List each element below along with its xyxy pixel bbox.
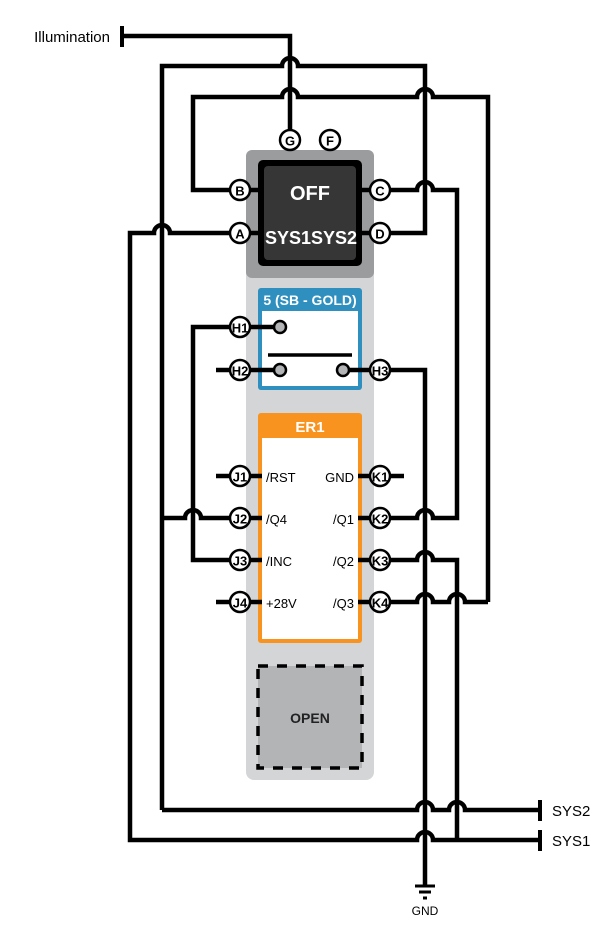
pin-a: A bbox=[228, 221, 252, 245]
pin-label: H3 bbox=[372, 364, 389, 379]
er1-label-q4: /Q4 bbox=[266, 512, 287, 527]
er1-title: ER1 bbox=[295, 419, 324, 436]
pin-label: J1 bbox=[233, 470, 247, 485]
er1-label-q2: /Q2 bbox=[333, 554, 354, 569]
sys1-label: SYS1 bbox=[552, 833, 590, 850]
wire-illumination bbox=[122, 33, 293, 140]
switch-label-sys2: SYS2 bbox=[311, 228, 357, 248]
pin-label: K3 bbox=[372, 554, 389, 569]
pin-j3: J3 bbox=[228, 548, 252, 572]
pin-label: B bbox=[235, 184, 244, 199]
pin-circle bbox=[368, 590, 392, 614]
wire-h1-j3 bbox=[190, 324, 240, 563]
pin-label: H2 bbox=[232, 364, 249, 379]
pin-circle bbox=[228, 506, 252, 530]
er1-label-gnd: GND bbox=[325, 470, 354, 485]
pin-label: J3 bbox=[233, 554, 247, 569]
pin-circle bbox=[318, 128, 342, 152]
pin-k4: K4 bbox=[368, 590, 392, 614]
pin-circle bbox=[368, 221, 392, 245]
pin-j4: J4 bbox=[228, 590, 252, 614]
pin-c: C bbox=[368, 178, 392, 202]
pin-k2: K2 bbox=[368, 506, 392, 530]
pin-circle bbox=[368, 358, 392, 382]
open-slot-label: OPEN bbox=[290, 710, 330, 726]
pin-circle bbox=[228, 590, 252, 614]
pin-circle bbox=[228, 221, 252, 245]
wire-a-sys1 bbox=[127, 222, 540, 843]
pin-label: J2 bbox=[233, 512, 247, 527]
wire-k4 bbox=[358, 591, 488, 605]
pin-j2: J2 bbox=[228, 506, 252, 530]
pin-circle bbox=[228, 315, 252, 339]
er1-label-rst: /RST bbox=[266, 470, 296, 485]
pin-label: K4 bbox=[372, 596, 389, 611]
wire-c-k2 bbox=[378, 179, 460, 521]
pin-circle bbox=[368, 506, 392, 530]
pin-circle bbox=[228, 548, 252, 572]
pin-label: D bbox=[375, 227, 384, 242]
pin-label: K2 bbox=[372, 512, 389, 527]
wire-k3-sys1 bbox=[358, 549, 460, 840]
er1-label-28v: +28V bbox=[266, 596, 297, 611]
ground-icon bbox=[415, 884, 435, 900]
relay-contact-h2 bbox=[272, 362, 288, 378]
pin-h2: H2 bbox=[228, 358, 252, 382]
pin-circle bbox=[368, 548, 392, 572]
pin-circle bbox=[228, 358, 252, 382]
pin-circle bbox=[368, 178, 392, 202]
pin-label: A bbox=[235, 227, 245, 242]
pin-circle bbox=[278, 128, 302, 152]
pin-label: K1 bbox=[372, 470, 389, 485]
pin-h3: H3 bbox=[368, 358, 392, 382]
gnd-label: GND bbox=[412, 904, 439, 918]
switch-face bbox=[264, 166, 356, 260]
wire-sys2-d bbox=[159, 55, 428, 810]
switch-label-off: OFF bbox=[290, 183, 330, 205]
pin-label: J4 bbox=[233, 596, 248, 611]
pin-d: D bbox=[368, 221, 392, 245]
er1-label-q1: /Q1 bbox=[333, 512, 354, 527]
pin-label: G bbox=[285, 134, 295, 149]
pin-g: G bbox=[278, 128, 302, 152]
pin-j1: J1 bbox=[228, 464, 252, 488]
illumination-label: Illumination bbox=[34, 29, 110, 46]
relay-title: 5 (SB - GOLD) bbox=[263, 292, 356, 308]
relay-contact-h3 bbox=[335, 362, 351, 378]
pin-circle bbox=[368, 464, 392, 488]
pin-b: B bbox=[228, 178, 252, 202]
sys2-label: SYS2 bbox=[552, 803, 590, 820]
pin-label: H1 bbox=[232, 321, 249, 336]
pin-h1: H1 bbox=[228, 315, 252, 339]
relay-contact-h1 bbox=[272, 319, 288, 335]
pin-label: F bbox=[326, 134, 334, 149]
pin-f: F bbox=[318, 128, 342, 152]
pin-label: C bbox=[375, 184, 385, 199]
pin-circle bbox=[228, 464, 252, 488]
wire-b-k4 bbox=[190, 86, 491, 602]
switch-label-sys1: SYS1 bbox=[265, 228, 311, 248]
er1-body bbox=[262, 438, 358, 639]
pin-k3: K3 bbox=[368, 548, 392, 572]
wire-j2 bbox=[162, 507, 262, 521]
wire-sys2 bbox=[162, 799, 540, 813]
open-slot bbox=[256, 664, 364, 770]
er1-label-q3: /Q3 bbox=[333, 596, 354, 611]
er1-label-inc: /INC bbox=[266, 554, 292, 569]
pin-circle bbox=[228, 178, 252, 202]
pin-k1: K1 bbox=[368, 464, 392, 488]
